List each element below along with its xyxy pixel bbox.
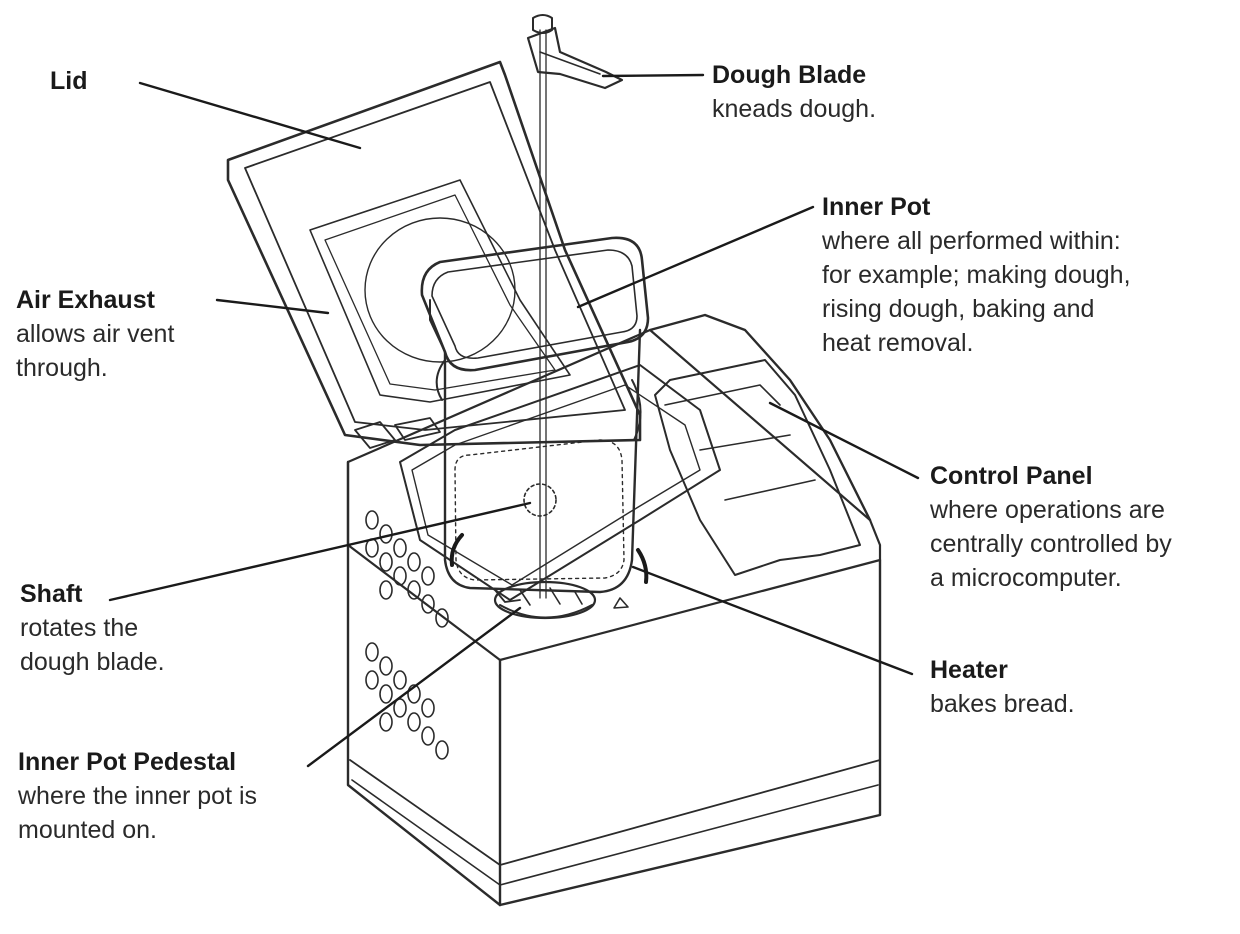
- label-control-panel-desc-1: where operations are: [930, 493, 1172, 527]
- label-inner-pot-desc-3: rising dough, baking and: [822, 292, 1131, 326]
- label-inner-pot: Inner Pot where all performed within: fo…: [822, 190, 1131, 360]
- label-inner-pot-desc-1: where all performed within:: [822, 224, 1131, 258]
- label-dough-blade-desc: kneads dough.: [712, 92, 876, 126]
- label-air-exhaust-desc-2: through.: [16, 351, 174, 385]
- label-heater: Heater bakes bread.: [930, 653, 1075, 721]
- label-inner-pot-pedestal: Inner Pot Pedestal where the inner pot i…: [18, 745, 257, 847]
- label-heater-title: Heater: [930, 653, 1075, 687]
- label-air-exhaust: Air Exhaust allows air vent through.: [16, 283, 174, 385]
- leader-air-exhaust: [217, 300, 328, 313]
- label-shaft: Shaft rotates the dough blade.: [20, 577, 165, 679]
- label-shaft-title: Shaft: [20, 577, 165, 611]
- label-shaft-desc-1: rotates the: [20, 611, 165, 645]
- leader-lid: [140, 83, 360, 148]
- leader-pedestal: [308, 608, 520, 766]
- label-control-panel-desc-3: a microcomputer.: [930, 561, 1172, 595]
- vent-holes: [366, 511, 448, 759]
- label-inner-pot-desc-4: heat removal.: [822, 326, 1131, 360]
- leader-shaft: [110, 503, 530, 600]
- lid-shape: [228, 62, 640, 448]
- label-lid: Lid: [50, 64, 88, 98]
- label-shaft-desc-2: dough blade.: [20, 645, 165, 679]
- label-dough-blade-title: Dough Blade: [712, 58, 876, 92]
- label-inner-pot-title: Inner Pot: [822, 190, 1131, 224]
- label-dough-blade: Dough Blade kneads dough.: [712, 58, 876, 126]
- leader-inner-pot: [578, 207, 813, 307]
- label-lid-title: Lid: [50, 64, 88, 98]
- label-inner-pot-desc-2: for example; making dough,: [822, 258, 1131, 292]
- label-inner-pot-pedestal-title: Inner Pot Pedestal: [18, 745, 257, 779]
- label-control-panel-title: Control Panel: [930, 459, 1172, 493]
- shaft-guide: [540, 30, 546, 598]
- label-control-panel: Control Panel where operations are centr…: [930, 459, 1172, 595]
- leader-dough-blade: [603, 75, 703, 76]
- label-air-exhaust-desc-1: allows air vent: [16, 317, 174, 351]
- leader-heater: [633, 567, 912, 674]
- label-inner-pot-pedestal-desc-2: mounted on.: [18, 813, 257, 847]
- machine-body: [348, 330, 880, 905]
- label-heater-desc: bakes bread.: [930, 687, 1075, 721]
- label-inner-pot-pedestal-desc-1: where the inner pot is: [18, 779, 257, 813]
- label-control-panel-desc-2: centrally controlled by: [930, 527, 1172, 561]
- label-air-exhaust-title: Air Exhaust: [16, 283, 174, 317]
